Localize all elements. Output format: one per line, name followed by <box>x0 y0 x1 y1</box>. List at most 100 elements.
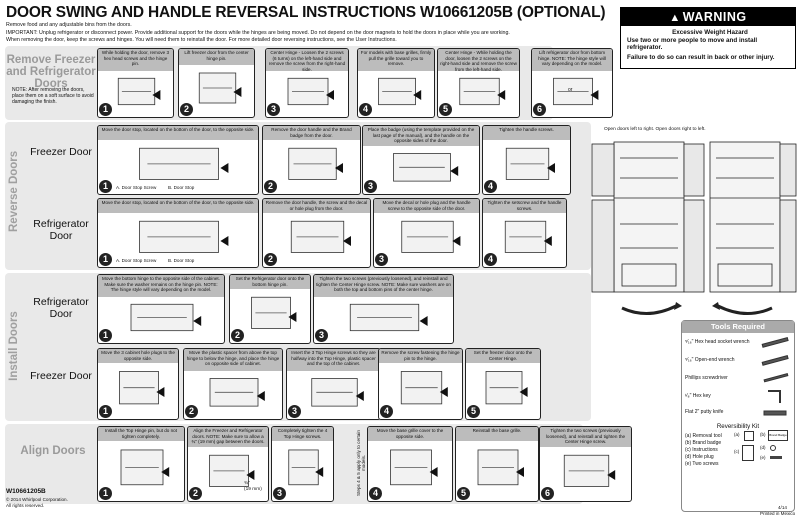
step-number: 1 <box>99 329 112 342</box>
align-step-2: Align the Freezer and Refrigerator doors… <box>187 426 269 502</box>
step-number: 4 <box>359 103 372 116</box>
step-caption: Move the bottom hinge to the opposite si… <box>98 275 224 297</box>
step-illustration <box>459 77 506 106</box>
step-caption: Place the badge (using the template prov… <box>363 126 479 146</box>
step-number: 5 <box>467 405 480 418</box>
arrow-icon <box>220 236 229 246</box>
install-freezer-step-4: Remove the screw fastening the hinge pin… <box>378 348 463 420</box>
tool-item: ¹⁄₈" Hex key <box>685 393 711 399</box>
reverse-freezer-step-4: Tighten the handle screws.4 <box>482 125 571 195</box>
step-number: 2 <box>231 329 244 342</box>
step-caption: Move the 3 cabinet hole plugs to the opp… <box>98 349 178 363</box>
step-illustration <box>401 220 461 253</box>
step-illustration <box>288 449 324 486</box>
step-caption: Tighten the setscrew and the handle scre… <box>483 199 566 213</box>
install-freezer-step-2: Move the plastic spacer from above the t… <box>183 348 283 420</box>
step-caption: Completely tighten the 4 Top Hinge screw… <box>272 427 333 441</box>
door-stop-label: A. Door Stop Screw <box>116 258 157 263</box>
step-caption: Tighten the two screws (previously loose… <box>540 427 631 447</box>
step-illustration <box>119 371 165 405</box>
warning-hazard: Excessive Weight Hazard <box>672 29 748 36</box>
step-illustration <box>553 77 599 106</box>
remove-step-5: Center Hinge - While holding the door, l… <box>437 48 520 118</box>
arrow-icon <box>439 387 448 397</box>
align-section-label: Align Doors <box>20 445 86 457</box>
tool-item: Phillips screwdriver <box>685 375 728 381</box>
arrow-icon <box>547 163 555 173</box>
arrow-icon <box>590 90 599 100</box>
step-number: 2 <box>189 487 202 500</box>
align-step-6: Tighten the two screws (previously loose… <box>539 426 632 502</box>
step-caption: Lift refrigerator door from bottom hinge… <box>532 49 612 71</box>
arrow-icon <box>497 90 506 100</box>
reverse-freezer-label: Freezer Door <box>30 146 92 158</box>
step-illustration <box>287 77 334 106</box>
step-number: 2 <box>264 253 277 266</box>
arrow-icon <box>326 90 334 100</box>
arrow-icon <box>246 470 255 480</box>
reverse-refrigerator-step-4: Tighten the setscrew and the handle scre… <box>482 198 567 268</box>
arrow-icon <box>519 387 528 397</box>
install-freezer-step-5: Set the freezer door onto the Center Hin… <box>465 348 541 420</box>
brand-badge-icon: Brand Badge <box>768 430 788 441</box>
step-caption: Remove the door handle, the screw and th… <box>263 199 370 213</box>
install-refrigerator-step-3: Tighten the two screws (previously loose… <box>313 274 454 344</box>
kit-letter-b: (b) <box>760 432 766 437</box>
step-illustration <box>209 454 255 487</box>
step-number: 5 <box>439 103 452 116</box>
step-number: 1 <box>99 103 112 116</box>
remove-step-3: Center Hinge - Loosen the 2 screws (6 tu… <box>265 48 349 118</box>
align-step-3: Completely tighten the 4 Top Hinge screw… <box>271 426 334 502</box>
step-number: 1 <box>99 253 112 266</box>
tool-item: Flat 2" putty knife <box>685 409 724 415</box>
step-number: 3 <box>267 103 280 116</box>
step-number: 2 <box>180 103 193 116</box>
remove-note: NOTE: After removing the doors, place th… <box>12 87 94 105</box>
step-illustration <box>505 147 555 180</box>
step-caption: Set the Refrigerator door onto the botto… <box>230 275 310 289</box>
arrow-icon <box>413 90 422 100</box>
step-number: 3 <box>375 253 388 266</box>
arrow-icon <box>343 236 351 246</box>
step-caption: Remove the screw fastening the hinge pin… <box>379 349 462 363</box>
fridge-caption: Open doors left to right. Open doors rig… <box>604 127 706 132</box>
align-step-5: Reinstall the base grille.5 <box>455 426 539 502</box>
step-caption: Install the Top Hinge pin, but do not ti… <box>98 427 184 441</box>
step-caption: Reinstall the base grille. <box>456 427 538 441</box>
step-illustration <box>390 449 438 486</box>
step-illustration <box>485 371 528 405</box>
step-illustration <box>400 371 448 405</box>
step-illustration <box>198 72 242 104</box>
step-caption: While holding the door, remove 3 hex hea… <box>98 49 173 71</box>
align-step-1: Install the Top Hinge pin, but do not ti… <box>97 426 185 502</box>
intro-line: Remove food and any adjustable bins from… <box>6 22 132 28</box>
footer-copyright: © 2014 Whirlpool Corporation. <box>6 497 68 502</box>
step-caption: Tighten the two screws (previously loose… <box>314 275 453 297</box>
step-caption: Move the plastic spacer from above the t… <box>184 349 282 371</box>
tool-item: ⁵⁄₁₆" Hex head socket wrench <box>685 339 750 345</box>
door-stop-label: A. Door Stop Screw <box>116 185 157 190</box>
reverse-refrigerator-step-3: Move the decal or hole plug and the hand… <box>373 198 480 268</box>
arrow-icon <box>256 391 265 401</box>
step-illustration <box>139 147 229 180</box>
step-caption: Remove the door handle and the Brand bad… <box>263 126 360 140</box>
step-caption: Move the decal or hole plug and the hand… <box>374 199 479 213</box>
remove-step-1: While holding the door, remove 3 hex hea… <box>97 48 174 118</box>
step-illustration <box>117 77 161 106</box>
remove-step-4: For models with base grilles, firmly pul… <box>357 48 435 118</box>
arrow-icon <box>429 467 438 477</box>
step-number: 2 <box>185 405 198 418</box>
step-caption: Move the base grille cover to the opposi… <box>368 427 452 441</box>
remove-step-2: Lift freezer door from the center hinge … <box>178 48 255 118</box>
step-caption: Set the freezer door onto the Center Hin… <box>466 349 540 363</box>
step-caption: Insert the 3 Top Hinge screws so they ar… <box>287 349 380 371</box>
reverse-freezer-step-2: Remove the door handle and the Brand bad… <box>262 125 361 195</box>
step-number: 6 <box>541 487 554 500</box>
kit-letter-c: (c) <box>734 449 740 454</box>
step-number: 3 <box>273 487 286 500</box>
arrow-icon <box>193 316 202 326</box>
tools-illustration <box>761 337 789 416</box>
step-number: 4 <box>484 180 497 193</box>
step-number: 3 <box>364 180 377 193</box>
arrow-icon <box>543 236 552 246</box>
